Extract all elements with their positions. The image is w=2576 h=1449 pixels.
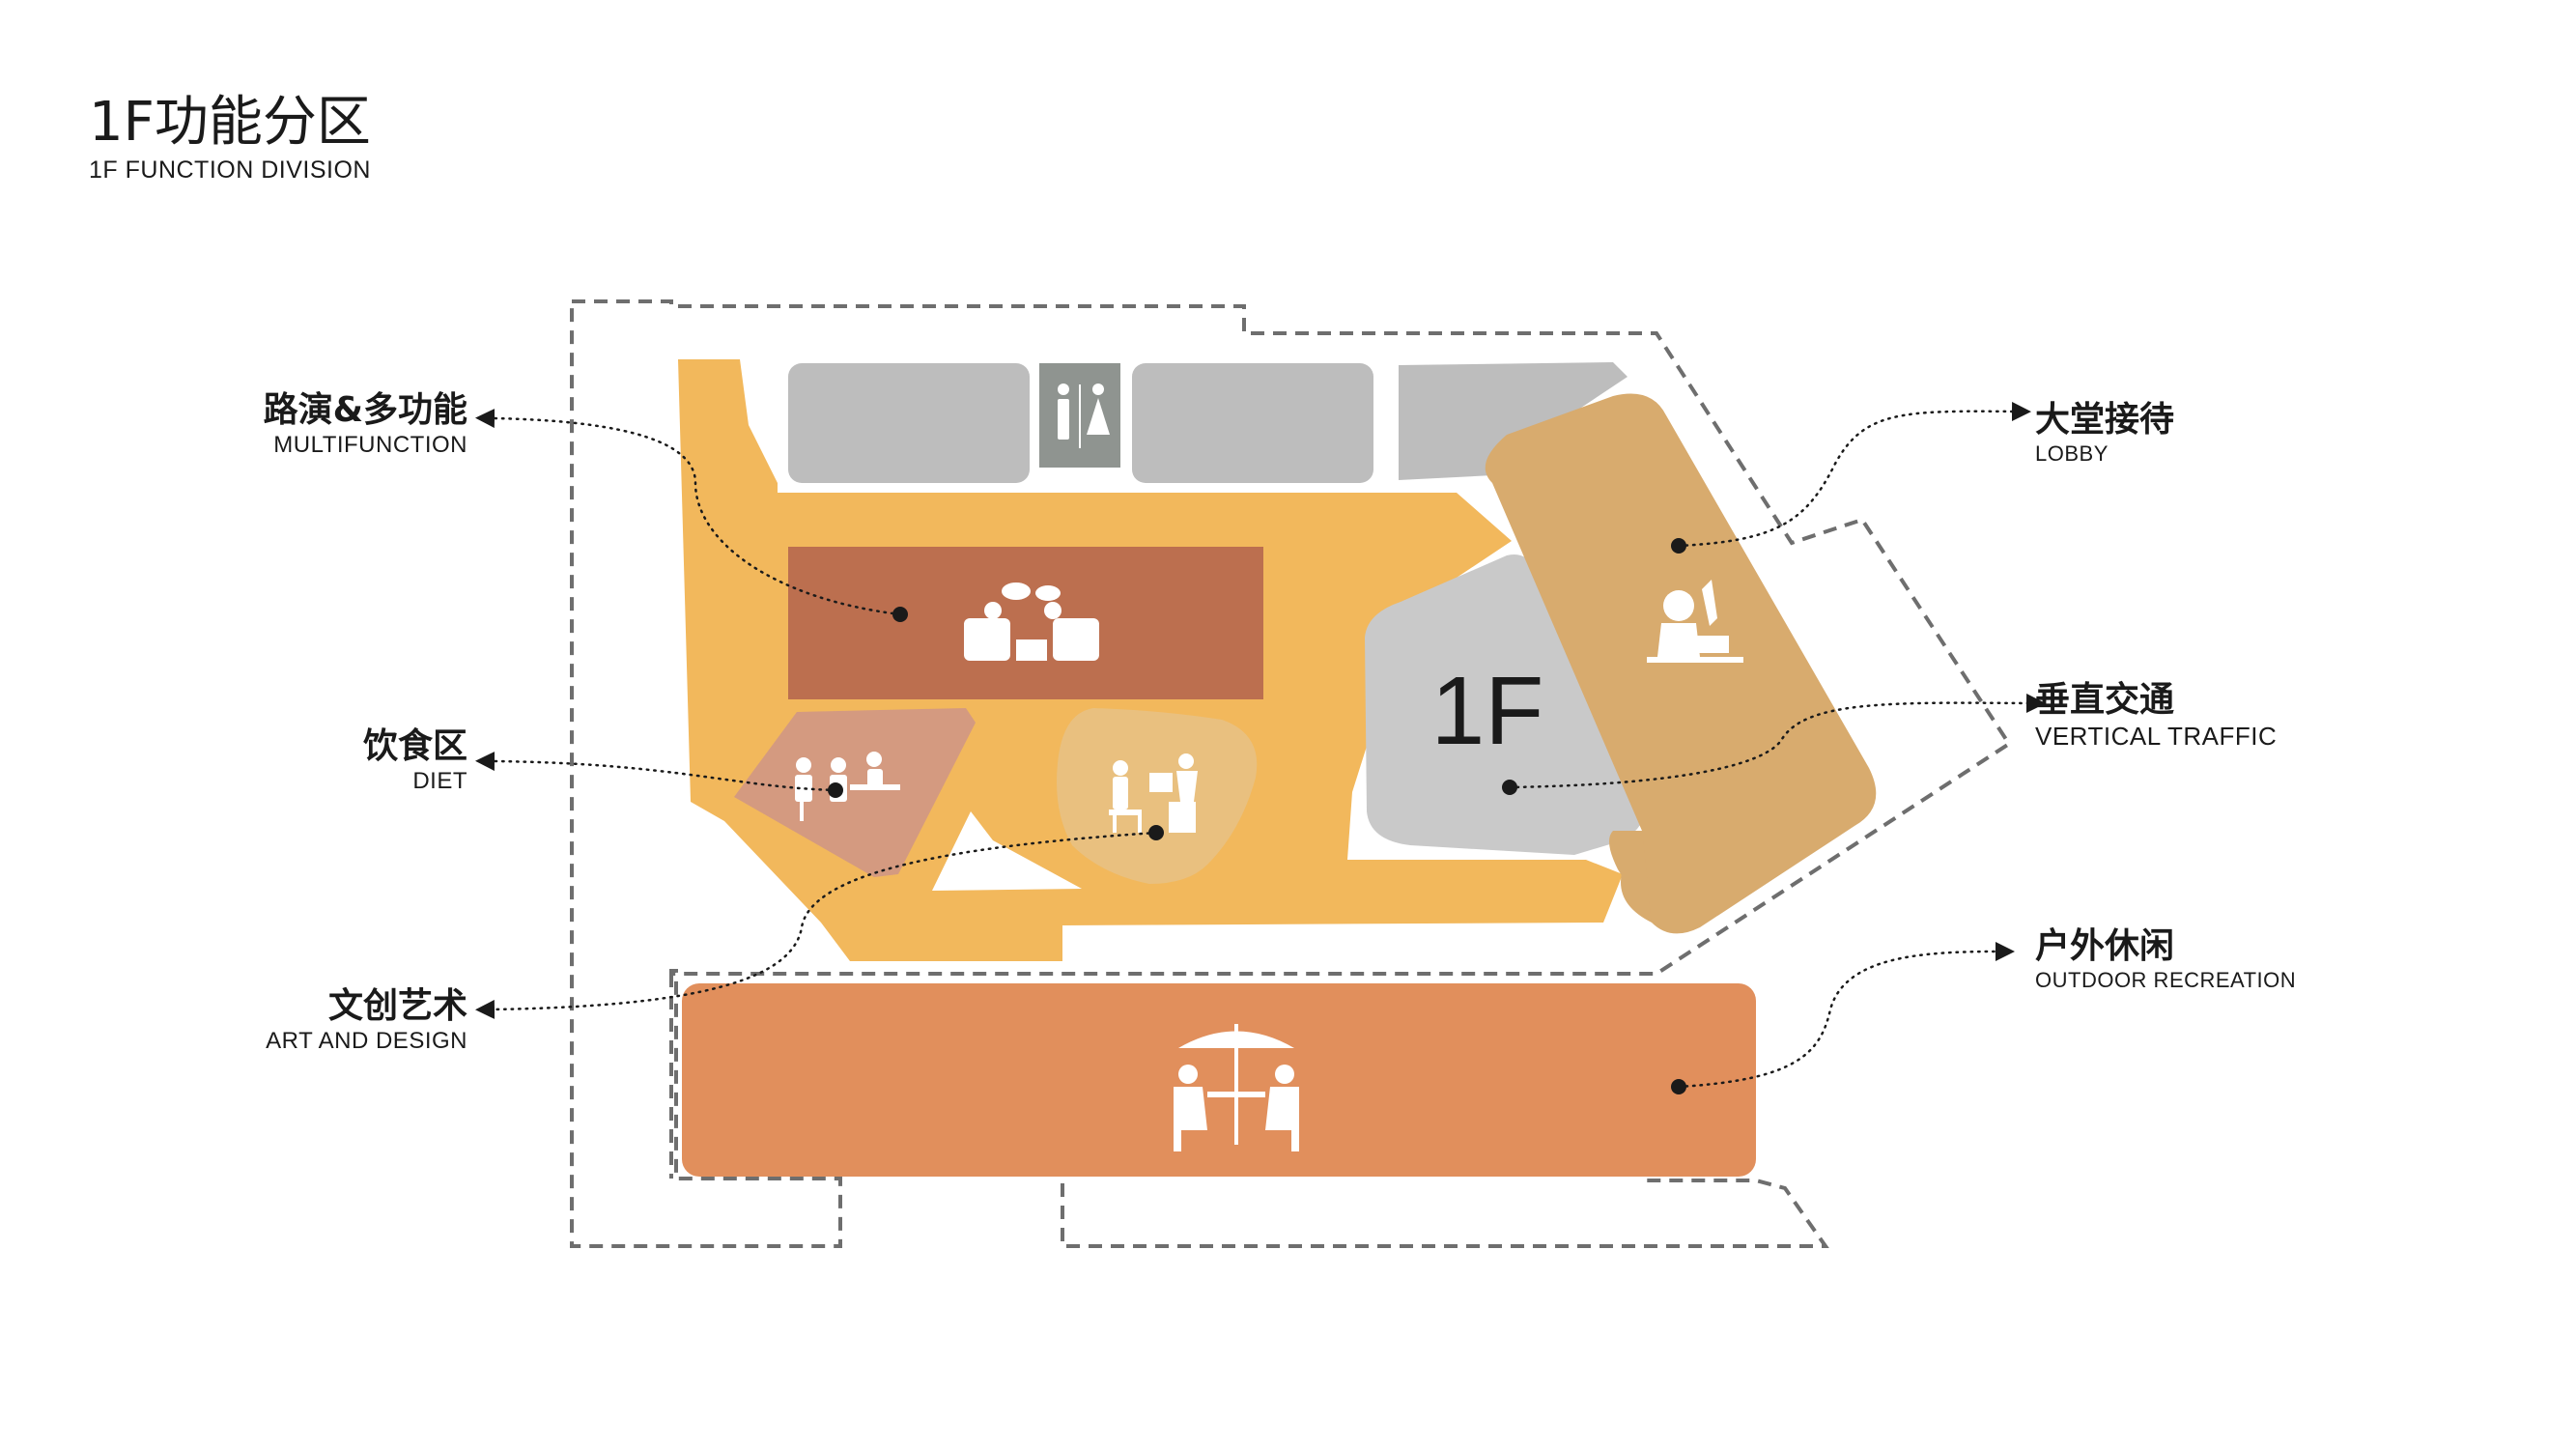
umbrella-table-icon	[1174, 1024, 1299, 1151]
label-diet-cn: 饮食区	[362, 726, 467, 766]
dot-lobby	[1671, 538, 1686, 554]
label-vertical-cn: 垂直交通	[2035, 680, 2175, 720]
lobby-zone	[1485, 393, 1877, 934]
label-multifunction-en: MULTIFUNCTION	[273, 431, 467, 458]
label-vertical-en: VERTICAL TRAFFIC	[2035, 721, 2278, 751]
lobby-zone-body	[1492, 483, 1652, 923]
leader-vertical	[1508, 693, 2046, 789]
dot-outdoor	[1671, 1079, 1686, 1094]
site-boundary-south	[1061, 1179, 1829, 1248]
leader-outdoor	[1677, 942, 2015, 1089]
leader-diet	[475, 752, 837, 792]
leader-art	[475, 831, 1158, 1019]
restroom-icon	[1058, 384, 1110, 448]
leader-multifunction	[475, 409, 902, 616]
label-lobby-en: LOBBY	[2035, 440, 2109, 466]
label-art-cn: 文创艺术	[327, 986, 467, 1026]
label-lobby: 大堂接待 LOBBY	[2035, 401, 2174, 467]
floor-label: 1F	[1431, 657, 1544, 765]
label-outdoor-cn: 户外休闲	[2035, 926, 2175, 966]
leader-lobby	[1677, 401, 2031, 548]
dot-vertical	[1502, 780, 1517, 795]
outdoor-zone	[682, 983, 1756, 1177]
page-title: 1F功能分区	[89, 91, 371, 154]
label-outdoor: 户外休闲 OUTDOOR RECREATION	[2035, 927, 2296, 993]
label-diet-en: DIET	[412, 767, 467, 794]
service-room-3	[1399, 362, 1628, 480]
dot-art	[1148, 825, 1164, 840]
circulation-void-2	[985, 705, 1033, 744]
label-multifunction: 路演&多功能 MULTIFUNCTION	[264, 391, 467, 459]
label-multifunction-cn: 路演&多功能	[263, 390, 467, 430]
art-icon	[1109, 753, 1198, 833]
title-block: 1F功能分区 1F FUNCTION DIVISION	[89, 93, 371, 185]
reception-icon	[1647, 580, 1743, 663]
multifunction-zone	[788, 547, 1263, 699]
label-outdoor-en: OUTDOOR RECREATION	[2035, 967, 2297, 992]
diet-zone	[734, 708, 976, 877]
label-lobby-cn: 大堂接待	[2035, 400, 2175, 440]
dot-diet	[828, 782, 843, 798]
dot-multifunction	[892, 607, 908, 622]
dining-icon	[795, 752, 900, 821]
circulation-void	[932, 811, 1082, 891]
page-subtitle: 1F FUNCTION DIVISION	[89, 156, 371, 184]
label-art: 文创艺术 ART AND DESIGN	[266, 987, 467, 1055]
label-diet: 饮食区 DIET	[363, 727, 467, 795]
site-boundary	[570, 299, 2012, 1248]
service-room-2	[1132, 363, 1373, 483]
meeting-icon	[964, 582, 1099, 661]
art-zone	[1057, 708, 1258, 884]
vertical-traffic-zone	[1365, 554, 1647, 855]
label-art-en: ART AND DESIGN	[266, 1027, 467, 1054]
service-room-1	[788, 363, 1030, 483]
label-vertical: 垂直交通 VERTICAL TRAFFIC	[2035, 681, 2277, 752]
